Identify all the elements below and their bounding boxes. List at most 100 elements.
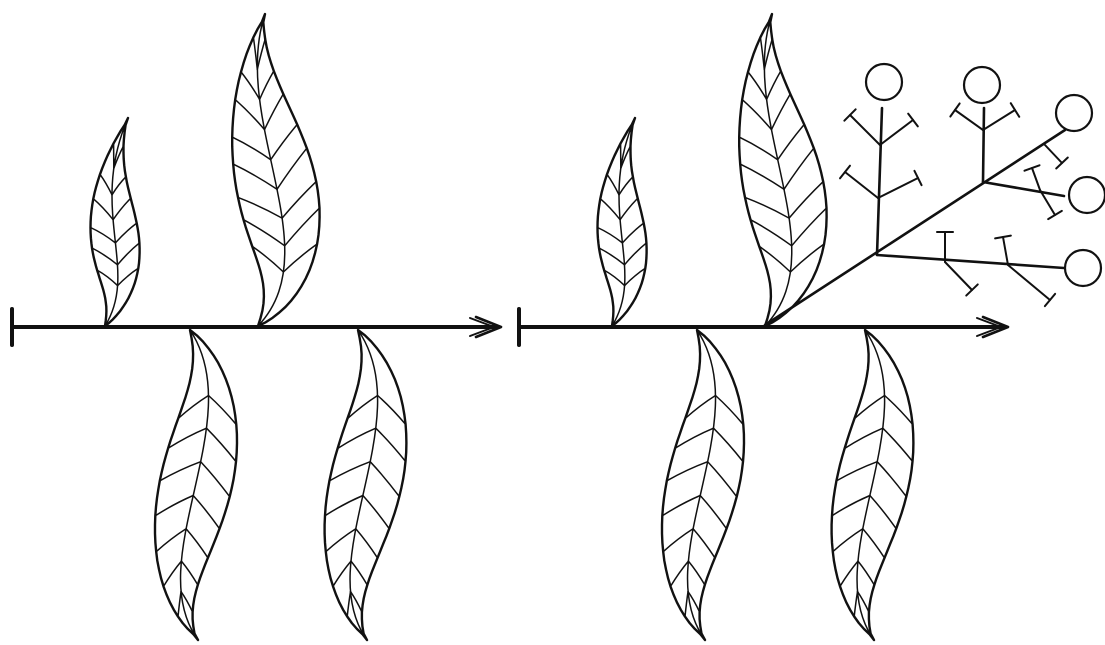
leaf-vein bbox=[347, 592, 350, 617]
leaf-vein bbox=[265, 94, 284, 130]
flower-circle bbox=[866, 64, 902, 100]
leaf-vein bbox=[840, 561, 858, 586]
inflorescence bbox=[765, 64, 1105, 325]
bract-bar bbox=[840, 166, 850, 179]
leaf-vein bbox=[870, 496, 896, 529]
leaf-vein bbox=[253, 37, 257, 69]
flower-circle bbox=[964, 67, 1000, 103]
flower-circle bbox=[1056, 95, 1092, 131]
bract-bar bbox=[995, 236, 1011, 239]
leaf-vein bbox=[685, 592, 688, 617]
leaf-vein bbox=[118, 243, 140, 265]
leaf-vein bbox=[792, 208, 827, 246]
leaf-vein bbox=[113, 198, 131, 219]
leaf-vein bbox=[778, 125, 805, 160]
leaf-vein bbox=[326, 529, 356, 552]
leaf-vein bbox=[663, 529, 693, 552]
bract-bar bbox=[1011, 103, 1019, 117]
leaf-vein bbox=[620, 198, 638, 219]
leaf-vein bbox=[329, 462, 370, 481]
leaf-vein bbox=[600, 199, 620, 220]
leaf-vein bbox=[671, 561, 689, 586]
leaf-vein bbox=[207, 428, 237, 461]
leaf-vein bbox=[115, 223, 136, 243]
leaf-vein bbox=[193, 496, 219, 529]
leaf-vein bbox=[662, 496, 700, 516]
leaf-vein bbox=[363, 496, 389, 529]
leaf-vein bbox=[186, 529, 208, 558]
leaf-vein bbox=[832, 496, 870, 516]
leaf-vein bbox=[693, 529, 715, 558]
leaf-vein bbox=[767, 71, 781, 99]
leaf-vein bbox=[333, 561, 351, 586]
leaf-vein bbox=[667, 462, 708, 481]
bract-bar bbox=[1048, 211, 1062, 219]
leaf-vein bbox=[370, 462, 399, 497]
bract-stalk bbox=[983, 110, 1015, 130]
leaf-vein bbox=[760, 37, 764, 69]
leaf-vein bbox=[598, 228, 623, 243]
leaf-vein bbox=[178, 592, 181, 617]
leaf-vein bbox=[607, 174, 619, 195]
flowering-shoot-panel bbox=[519, 14, 1008, 640]
inflorescence-branch-left bbox=[877, 108, 882, 255]
leaf-vein bbox=[833, 529, 863, 552]
leaf-vein bbox=[100, 174, 112, 195]
leaf-vein bbox=[784, 148, 814, 189]
leaf-vein bbox=[164, 561, 182, 586]
leaf-vein bbox=[91, 228, 116, 243]
bract-stalk bbox=[878, 178, 918, 198]
bract-stalk bbox=[1008, 265, 1050, 300]
leaf-vein bbox=[285, 208, 320, 246]
bract-stalk bbox=[845, 172, 878, 198]
leaf-vein bbox=[277, 148, 307, 189]
leaf-vein bbox=[201, 462, 230, 497]
leaf-vein bbox=[790, 244, 824, 272]
inflorescence-branch-right bbox=[983, 182, 1064, 196]
bract-stalk bbox=[850, 115, 880, 145]
leaf-vein bbox=[789, 182, 823, 219]
leaf-vein bbox=[700, 496, 726, 529]
leaf-vein bbox=[740, 164, 784, 189]
bract-stalk bbox=[1032, 168, 1040, 190]
bract-bar bbox=[1045, 294, 1055, 306]
leaf-vein bbox=[260, 71, 274, 99]
leaf-vein bbox=[271, 125, 298, 160]
leaf-vein bbox=[772, 94, 791, 130]
leaf-vein bbox=[325, 496, 363, 516]
leaf-vein bbox=[155, 496, 193, 516]
leaf-outline bbox=[598, 118, 647, 326]
leaf-vein bbox=[854, 592, 857, 617]
bract-stalk bbox=[955, 110, 983, 130]
vegetative-shoot-panel bbox=[12, 14, 501, 640]
flower-circle bbox=[1065, 250, 1101, 286]
leaf-outline bbox=[91, 118, 140, 326]
leaf-vein bbox=[739, 137, 778, 160]
leaf-vein bbox=[232, 137, 271, 160]
leaf-vein bbox=[619, 177, 633, 195]
leaf-vein bbox=[745, 197, 789, 218]
flower-circle bbox=[1069, 177, 1105, 213]
leaf-vein bbox=[714, 428, 744, 461]
leaf-vein bbox=[282, 182, 316, 219]
leaf-vein bbox=[181, 561, 197, 585]
leaf-vein bbox=[93, 199, 113, 220]
leaf-vein bbox=[625, 243, 647, 265]
leaf-vein bbox=[877, 462, 906, 497]
leaf-vein bbox=[351, 561, 367, 585]
leaf-vein bbox=[283, 244, 317, 272]
leaf-vein bbox=[836, 462, 877, 481]
leaf-vein bbox=[688, 561, 704, 585]
bract-stalk bbox=[1003, 237, 1008, 265]
leaf-vein bbox=[858, 561, 874, 585]
leaf-vein bbox=[376, 428, 406, 461]
bract-bar bbox=[914, 171, 921, 185]
bract-stalk bbox=[1045, 145, 1062, 163]
leaf-vein bbox=[233, 164, 277, 189]
leaf-vein bbox=[156, 529, 186, 552]
leaf-vein bbox=[112, 177, 126, 195]
leaf-vein bbox=[863, 529, 885, 558]
inflorescence-branch-middle bbox=[983, 108, 984, 182]
